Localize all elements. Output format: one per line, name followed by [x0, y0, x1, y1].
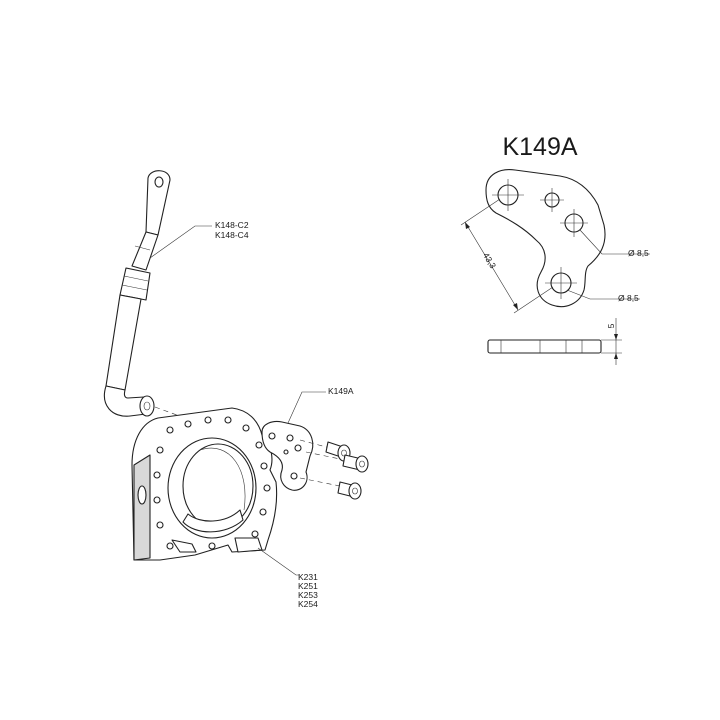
rod-label-2: K148-C4 [215, 230, 249, 240]
bolt-2 [342, 454, 369, 473]
mount-label-3: K253 [298, 590, 318, 600]
drawing-title: K149A [502, 133, 577, 161]
rod-label-1: K148-C2 [215, 220, 249, 230]
rod-leader [149, 225, 212, 259]
mount-flange [131, 407, 278, 561]
mount-label-4: K254 [298, 599, 318, 609]
plate-leader [287, 391, 326, 424]
bolt-3 [337, 481, 362, 500]
linkage-rod [104, 170, 171, 417]
hole-diameter-1: Ø 8,5 [628, 248, 649, 258]
diameter-leaders [566, 229, 650, 300]
hole-diameter-2: Ø 8,5 [618, 293, 639, 303]
plate-top-view [485, 169, 606, 308]
plate-label: K149A [328, 386, 354, 396]
plate-exploded [261, 420, 314, 491]
mount-leader [257, 547, 300, 576]
thickness-value: 5 [606, 323, 616, 328]
alignment-line-3 [299, 477, 341, 487]
center-distance-dimension [460, 198, 554, 314]
plate-side-view [487, 318, 622, 365]
mount-label-1: K231 [298, 572, 318, 582]
center-distance-value: 43,3 [481, 251, 498, 271]
mount-label-2: K251 [298, 581, 318, 591]
alignment-line-2 [305, 451, 346, 461]
